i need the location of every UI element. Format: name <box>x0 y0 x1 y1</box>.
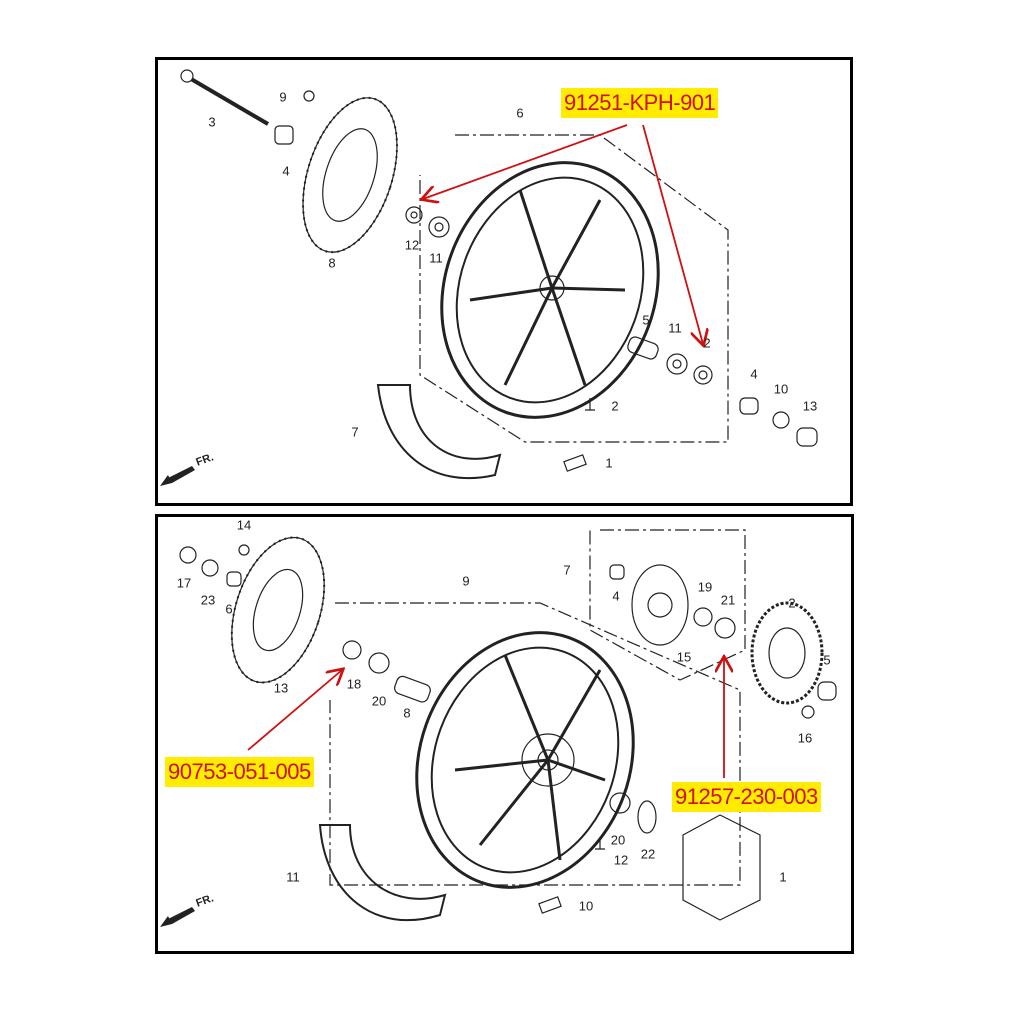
callout-10: 10 <box>578 898 594 914</box>
front-wheel <box>440 161 660 419</box>
callout-15: 15 <box>676 649 692 665</box>
callout-13: 13 <box>802 398 818 414</box>
callout-2: 2 <box>788 595 796 611</box>
rear-tire <box>318 824 447 922</box>
callout-22: 22 <box>640 846 656 862</box>
callout-11b: 11 <box>668 320 682 336</box>
sprocket <box>750 601 824 705</box>
callout-1: 1 <box>779 869 787 885</box>
front-tire <box>376 384 502 480</box>
callout-6: 6 <box>516 105 524 121</box>
front-direction-arrow-icon <box>160 466 195 486</box>
callout-7: 7 <box>351 424 359 440</box>
callout-20b: 20 <box>610 832 626 848</box>
callout-6: 6 <box>225 601 233 617</box>
part-number-90753: 90753-051-005 <box>165 757 314 787</box>
callout-12: 12 <box>404 237 420 253</box>
callout-21: 21 <box>720 592 736 608</box>
callout-5: 5 <box>642 312 650 328</box>
callout-13: 13 <box>273 680 289 696</box>
callout-4: 4 <box>282 163 290 179</box>
rear-wheel-panel <box>155 514 854 954</box>
callout-16: 16 <box>797 730 813 746</box>
callout-14: 14 <box>236 517 252 533</box>
callout-23: 23 <box>200 592 216 608</box>
callout-7: 7 <box>563 562 571 578</box>
callout-2b: 2 <box>611 398 619 414</box>
rear-brake-disc <box>230 536 326 684</box>
callout-20: 20 <box>371 693 387 709</box>
callout-11: 11 <box>286 869 300 885</box>
callout-1: 1 <box>605 455 613 471</box>
callout-8: 8 <box>403 705 411 721</box>
callout-3: 3 <box>208 114 216 130</box>
front-brake-disc <box>302 96 398 254</box>
callout-19: 19 <box>697 579 713 595</box>
rear-wheel <box>415 631 635 889</box>
callout-5: 5 <box>823 652 831 668</box>
callout-11: 11 <box>429 250 443 266</box>
callout-18: 18 <box>346 676 362 692</box>
callout-2: 2 <box>703 335 711 351</box>
callout-10: 10 <box>773 381 789 397</box>
callout-9: 9 <box>279 89 287 105</box>
part-number-91257: 91257-230-003 <box>672 782 821 812</box>
front-wheel-panel <box>155 57 853 506</box>
callout-12: 12 <box>613 852 629 868</box>
part-number-91251: 91251-KPH-901 <box>561 88 719 118</box>
callout-4b: 4 <box>750 366 758 382</box>
rear-direction-arrow-icon <box>160 907 195 927</box>
callout-4: 4 <box>612 588 620 604</box>
callout-9: 9 <box>462 573 470 589</box>
callout-17: 17 <box>176 575 192 591</box>
axle-bolt <box>180 69 270 126</box>
callout-8: 8 <box>328 255 336 271</box>
